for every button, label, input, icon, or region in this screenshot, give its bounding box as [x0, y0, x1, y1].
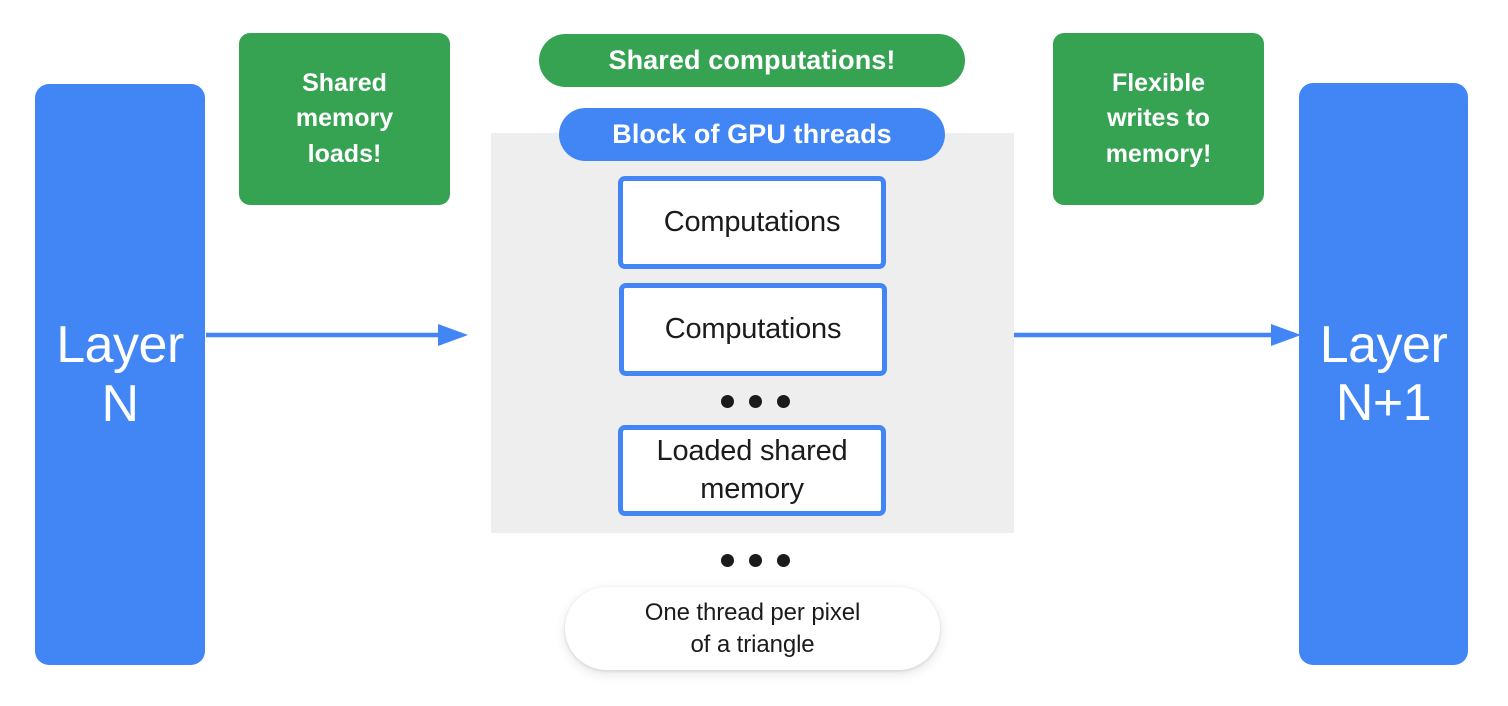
layer-n-plus-1-block: Layer N+1 — [1299, 83, 1468, 665]
callout-flexible-writes: Flexible writes to memory! — [1053, 33, 1264, 205]
callout-shared-memory-loads: Shared memory loads! — [239, 33, 450, 205]
thread-box-computations-2-label: Computations — [664, 312, 842, 345]
ellipsis-dot — [777, 554, 790, 567]
arrow-layer-n-to-block-icon — [206, 324, 468, 346]
ellipsis-dot — [749, 395, 762, 408]
ellipsis-dot — [721, 395, 734, 408]
arrow-block-to-layer-n-plus-1-icon — [1014, 324, 1301, 346]
layer-n-block: Layer N — [35, 84, 205, 665]
pill-shared-computations-label: Shared computations! — [608, 45, 896, 75]
layer-n-plus-1-label: Layer N+1 — [1319, 315, 1448, 432]
pill-shared-computations: Shared computations! — [539, 34, 965, 87]
pill-block-of-gpu-threads-label: Block of GPU threads — [612, 119, 892, 149]
thread-box-loaded-shared-memory: Loaded shared memory — [618, 425, 886, 516]
thread-box-computations-1: Computations — [618, 176, 886, 269]
pill-block-of-gpu-threads: Block of GPU threads — [559, 108, 945, 161]
ellipsis-dot — [749, 554, 762, 567]
ellipsis-inner-icon — [721, 395, 790, 408]
ellipsis-dot — [777, 395, 790, 408]
thread-box-computations-2: Computations — [619, 283, 887, 376]
callout-flexible-writes-label: Flexible writes to memory! — [1105, 68, 1212, 168]
ellipsis-dot — [721, 554, 734, 567]
callout-shared-memory-loads-label: Shared memory loads! — [295, 68, 394, 168]
pill-one-thread-per-pixel: One thread per pixel of a triangle — [565, 587, 940, 670]
ellipsis-outer-icon — [721, 554, 790, 567]
thread-box-computations-1-label: Computations — [663, 205, 841, 238]
pill-one-thread-per-pixel-label: One thread per pixel of a triangle — [644, 598, 861, 658]
layer-n-label: Layer N — [56, 316, 184, 433]
thread-box-loaded-shared-memory-label: Loaded shared memory — [656, 434, 848, 505]
